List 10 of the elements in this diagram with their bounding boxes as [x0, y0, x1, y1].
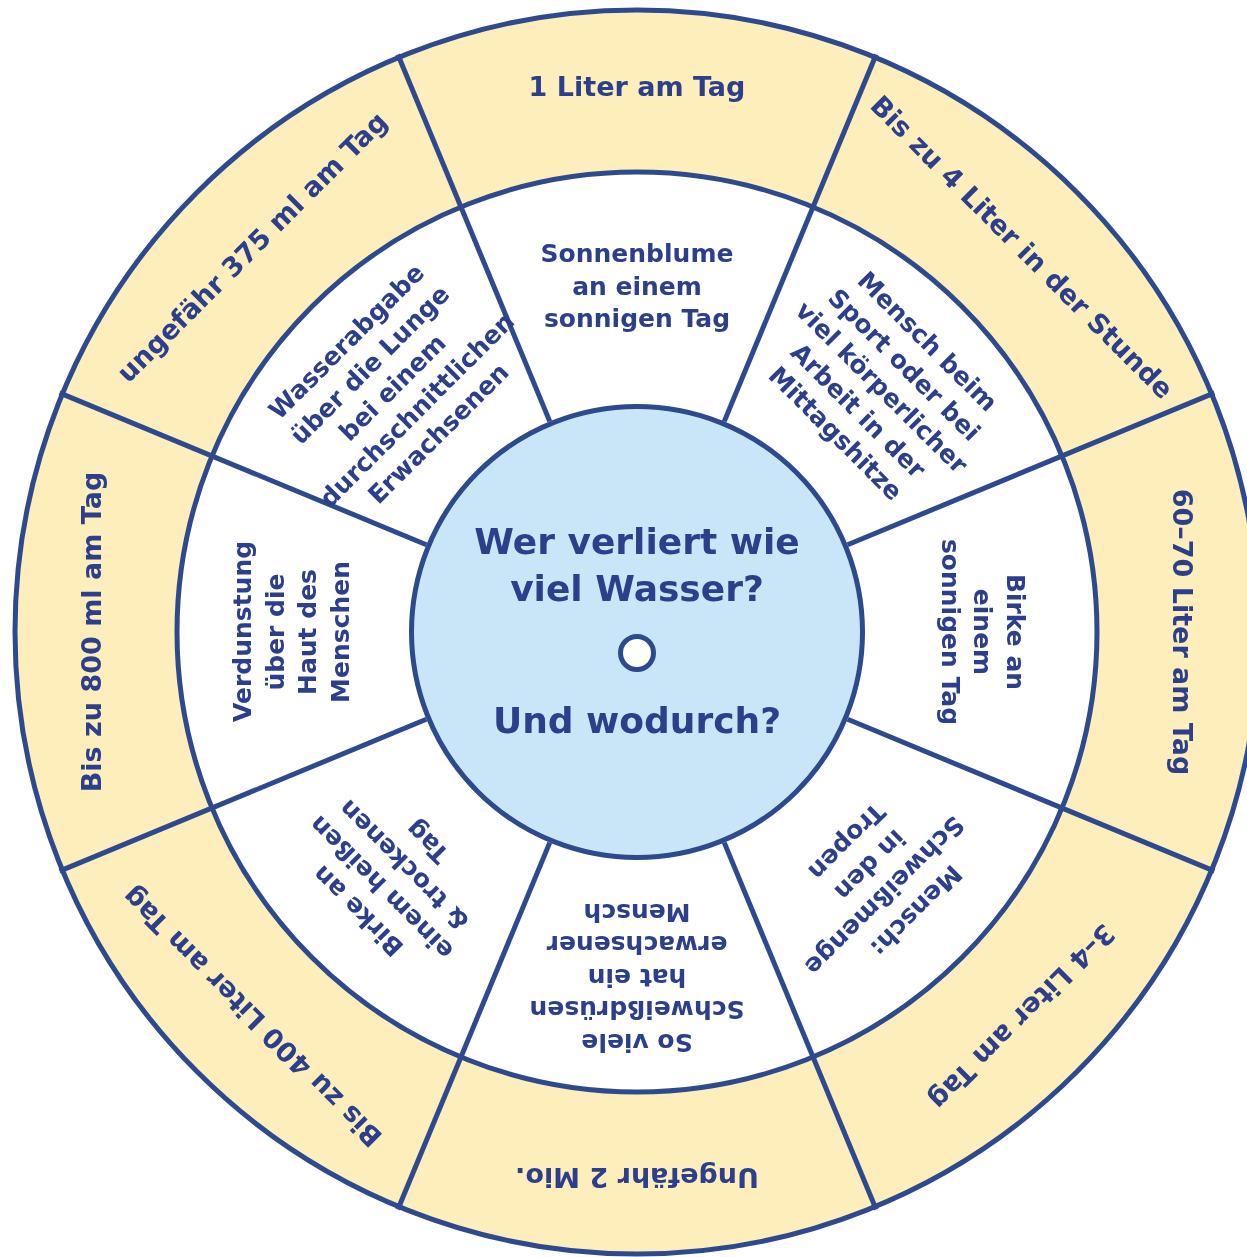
center-title: Wer verliert wie viel Wasser? [473, 519, 801, 611]
segment-label: So viele Schweißdrüsen hat ein erwachsener Mensch [527, 895, 747, 1059]
segment-label: Sonnenblume an einem sonnigen Tag [522, 238, 752, 336]
center-title: Und wodurch? [491, 699, 783, 744]
segment-label: Verdunstung über die Haut des Menschen [227, 542, 357, 722]
ring-segment-label: 1 Liter am Tag [528, 69, 746, 105]
ring-segment-label: Bis zu 800 ml am Tag [74, 471, 110, 793]
ring-segment-label: 60–70 Liter am Tag [1164, 488, 1200, 776]
ring-segment-label: Ungefähr 2 Mio. [515, 1159, 759, 1195]
segment-label: Birke an einem sonnigen Tag [933, 532, 1031, 732]
